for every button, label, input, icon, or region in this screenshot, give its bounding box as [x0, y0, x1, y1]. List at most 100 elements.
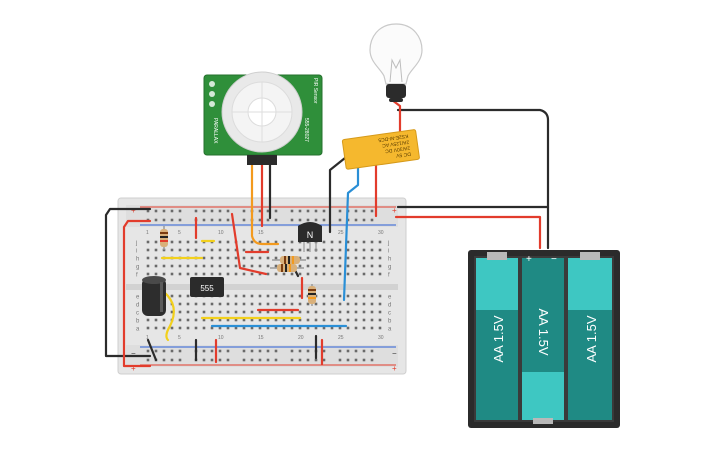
breadboard-hole	[226, 209, 230, 213]
breadboard-hole	[354, 264, 358, 268]
breadboard-hole	[170, 209, 174, 213]
breadboard-hole	[250, 294, 254, 298]
breadboard-hole	[226, 248, 230, 252]
breadboard-hole	[178, 218, 182, 222]
rail-plus-bottom-right: +	[392, 364, 397, 373]
breadboard-hole	[346, 349, 350, 353]
breadboard-hole	[234, 248, 238, 252]
breadboard-hole	[298, 326, 302, 330]
breadboard-hole	[290, 318, 294, 322]
breadboard-hole	[370, 272, 374, 276]
breadboard-hole	[234, 302, 238, 306]
breadboard-hole	[282, 248, 286, 252]
breadboard-hole	[202, 272, 206, 276]
breadboard-hole	[298, 248, 302, 252]
breadboard-hole	[218, 272, 222, 276]
breadboard-hole	[178, 240, 182, 244]
breadboard-hole	[242, 318, 246, 322]
breadboard-hole	[322, 294, 326, 298]
breadboard-hole	[330, 318, 334, 322]
breadboard-hole	[258, 218, 262, 222]
breadboard-hole	[194, 264, 198, 268]
capacitor	[142, 276, 166, 316]
breadboard-hole	[194, 318, 198, 322]
breadboard-hole	[250, 310, 254, 314]
breadboard-hole	[226, 294, 230, 298]
breadboard-hole	[178, 302, 182, 306]
breadboard-hole	[282, 240, 286, 244]
breadboard-column-number: 25	[338, 335, 344, 341]
breadboard-hole	[346, 248, 350, 252]
breadboard-hole	[234, 264, 238, 268]
breadboard-hole	[370, 302, 374, 306]
breadboard-hole	[378, 318, 382, 322]
breadboard-hole	[274, 349, 278, 353]
breadboard-hole	[218, 349, 222, 353]
breadboard-hole	[274, 302, 278, 306]
breadboard-hole	[274, 358, 278, 362]
breadboard-hole	[242, 358, 246, 362]
breadboard-hole	[378, 248, 382, 252]
breadboard-row-letter: e	[388, 295, 392, 301]
breadboard-hole	[250, 248, 254, 252]
relay-line1: DC 5V	[395, 150, 411, 158]
breadboard-hole	[322, 256, 326, 260]
rail-minus-bottom: −	[131, 349, 136, 358]
resistor-4	[308, 284, 316, 306]
breadboard-hole	[354, 240, 358, 244]
breadboard-hole	[178, 294, 182, 298]
breadboard-hole	[314, 264, 318, 268]
breadboard-hole	[322, 218, 326, 222]
breadboard-hole	[322, 310, 326, 314]
breadboard-hole	[370, 240, 374, 244]
breadboard-hole	[298, 209, 302, 213]
breadboard-hole	[378, 264, 382, 268]
breadboard-hole	[314, 358, 318, 362]
breadboard-row-letter: c	[136, 311, 139, 317]
breadboard-hole	[274, 218, 278, 222]
breadboard-hole	[202, 218, 206, 222]
breadboard-hole	[210, 358, 214, 362]
breadboard-hole	[242, 310, 246, 314]
breadboard-hole	[298, 358, 302, 362]
breadboard-column-number: 15	[258, 335, 264, 341]
breadboard-hole	[226, 326, 230, 330]
breadboard-column-number: 25	[338, 230, 344, 236]
breadboard-row-letter: a	[136, 327, 140, 333]
breadboard-row-letter: j	[387, 241, 389, 247]
breadboard-hole	[370, 256, 374, 260]
breadboard-hole	[306, 209, 310, 213]
breadboard-hole	[218, 209, 222, 213]
breadboard-column-number: 10	[218, 230, 224, 236]
breadboard-hole	[154, 240, 158, 244]
breadboard-hole	[154, 272, 158, 276]
breadboard-hole	[258, 358, 262, 362]
breadboard-hole	[274, 264, 278, 268]
breadboard-hole	[322, 248, 326, 252]
breadboard-hole	[202, 318, 206, 322]
breadboard-hole	[290, 294, 294, 298]
breadboard-hole	[266, 272, 270, 276]
breadboard-hole	[338, 264, 342, 268]
light-bulb	[369, 23, 423, 102]
breadboard-row-letter: f	[388, 273, 390, 279]
breadboard-hole	[146, 248, 150, 252]
breadboard-hole	[226, 272, 230, 276]
breadboard-hole	[290, 310, 294, 314]
breadboard-hole	[322, 302, 326, 306]
breadboard-hole	[210, 209, 214, 213]
breadboard-hole	[282, 310, 286, 314]
breadboard-hole	[170, 294, 174, 298]
breadboard-hole	[330, 310, 334, 314]
battery-minus-terminal: −	[551, 254, 557, 265]
breadboard-hole	[282, 294, 286, 298]
breadboard-hole	[186, 310, 190, 314]
breadboard-row-letter: h	[388, 257, 391, 263]
transistor-label: N	[307, 230, 314, 240]
wire-black-battery	[396, 205, 550, 250]
breadboard-hole	[210, 318, 214, 322]
breadboard-hole	[298, 318, 302, 322]
breadboard-hole	[226, 310, 230, 314]
breadboard-hole	[146, 209, 150, 213]
breadboard-hole	[362, 310, 366, 314]
